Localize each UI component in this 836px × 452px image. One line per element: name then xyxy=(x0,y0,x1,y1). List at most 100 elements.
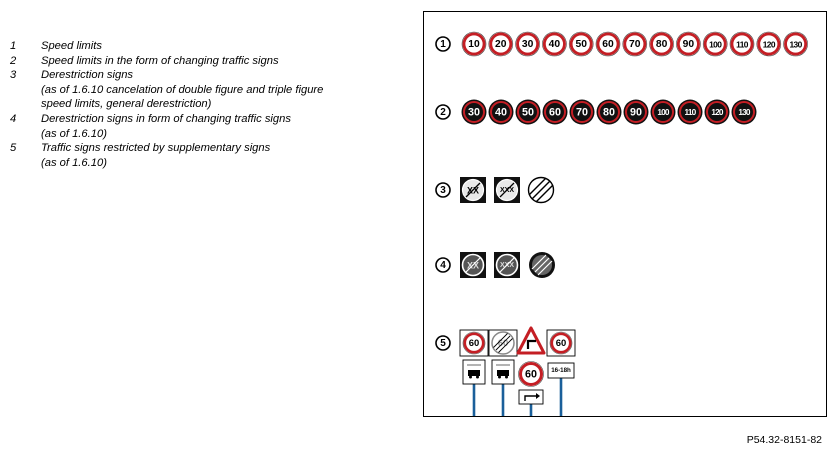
sign-red-ring xyxy=(489,32,513,56)
sign-speed-value: 60 xyxy=(469,338,480,349)
changing-general-derestriction-sign xyxy=(529,252,555,278)
speed-limit-sign: 60 xyxy=(462,331,486,355)
sign-red-ring xyxy=(733,101,755,123)
row-marker-label: 5 xyxy=(440,338,446,349)
sign-red-ring xyxy=(550,332,572,354)
row-marker-ring xyxy=(435,104,451,120)
changing-speed-sign: 70 xyxy=(569,99,595,125)
sign-red-ring xyxy=(463,332,485,354)
sign-speed-value: 90 xyxy=(630,107,642,119)
row-marker-label: 4 xyxy=(440,260,446,271)
derestriction-stripe xyxy=(534,257,550,273)
supplementary-plate xyxy=(547,362,575,379)
truck-wheel xyxy=(498,375,501,379)
sign-speed-value: 80 xyxy=(656,39,668,50)
row-marker-ring xyxy=(435,36,451,52)
row-marker: 3 xyxy=(435,182,451,198)
sign-speed-value: 60 xyxy=(525,369,537,381)
supplementary-plate xyxy=(518,389,544,405)
changing-speed-sign: 90 xyxy=(623,99,649,125)
legend-line: Speed limits in the form of changing tra… xyxy=(41,54,279,67)
row-marker-label: 2 xyxy=(440,107,446,118)
truck-wheel xyxy=(469,375,472,379)
speed-limit-sign: 10 xyxy=(461,31,487,57)
changing-speed-sign: 80 xyxy=(596,99,622,125)
sign-red-ring xyxy=(596,32,620,56)
sign-red-ring xyxy=(490,101,512,123)
legend-text: Speed limits xyxy=(41,39,390,54)
sign-speed-value: 130 xyxy=(790,40,803,50)
sign-red-ring xyxy=(569,32,593,56)
changing-speed-sign: 60 xyxy=(542,99,568,125)
truck-icon xyxy=(497,370,509,376)
legend-item: 2 Speed limits in the form of changing tr… xyxy=(10,54,390,69)
legend-number: 3 xyxy=(10,69,17,82)
sign-speed-value: 100 xyxy=(709,40,722,50)
derestriction-stripe xyxy=(528,177,547,196)
changing-speed-sign: 50 xyxy=(515,99,541,125)
legend-line: Speed limits xyxy=(41,40,102,52)
legend-line: (as of 1.6.10 cancelation of double figu… xyxy=(41,83,324,96)
sign-speed-value: 60 xyxy=(602,39,614,50)
sign-speed-value: 70 xyxy=(576,107,588,119)
derestriction-stripe xyxy=(493,333,508,348)
sign-red-ring xyxy=(652,101,674,123)
derestriction-sign-with-truck-plate: 60 xyxy=(488,329,518,385)
derestriction-slash xyxy=(499,257,515,273)
sign-speed-value: 60 xyxy=(549,107,561,119)
sign-red-ring xyxy=(784,32,808,56)
sign-red-ring xyxy=(598,101,620,123)
truck-wheel xyxy=(476,375,479,379)
changing-speed-sign: 30 xyxy=(461,99,487,125)
legend-line: Derestriction signs in form of changing … xyxy=(41,112,291,125)
sign-red-ring xyxy=(730,32,754,56)
legend-line: speed limits, general derestriction) xyxy=(41,98,212,111)
derestriction-stripe xyxy=(498,338,513,353)
sign-red-ring xyxy=(703,32,727,56)
derestriction-sign: XXX xyxy=(494,177,520,203)
sign-speed-value: 120 xyxy=(763,40,776,50)
derestriction-stripe xyxy=(495,335,511,351)
legend-line: (as of 1.6.10) xyxy=(41,127,107,140)
turn-arrow-head xyxy=(536,393,540,399)
time-restriction-text: 16-18h xyxy=(551,367,571,374)
changing-speed-sign: 100 xyxy=(650,99,676,125)
changing-speed-sign: 40 xyxy=(488,99,514,125)
changing-speed-sign: 120 xyxy=(704,99,730,125)
speed-limit-sign: 120 xyxy=(756,31,782,57)
sign-red-ring xyxy=(544,101,566,123)
speed-limit-sign: 60 xyxy=(595,31,621,57)
row-marker-ring xyxy=(435,335,451,351)
sign-red-ring xyxy=(519,362,543,386)
sign-red-ring xyxy=(706,101,728,123)
sign-speed-value: 30 xyxy=(522,39,534,50)
sign-red-ring xyxy=(679,101,701,123)
row-marker-ring xyxy=(435,182,451,198)
sign-speed-value: 60 xyxy=(556,338,567,349)
sign-speed-value: 110 xyxy=(736,40,749,50)
changing-speed-sign: 130 xyxy=(731,99,757,125)
row-marker: 4 xyxy=(435,257,451,273)
sign-red-ring xyxy=(676,32,700,56)
speed-limit-sign: 50 xyxy=(568,31,594,57)
speed-limit-sign: 110 xyxy=(729,31,755,57)
legend-line: Derestriction signs xyxy=(41,69,134,82)
sign-speed-value: 40 xyxy=(549,39,561,50)
derestriction-stripe xyxy=(532,181,550,199)
sign-speed-value: 50 xyxy=(522,107,534,119)
reference-code: P54.32-8151-82 xyxy=(746,434,822,446)
sign-red-ring xyxy=(516,32,540,56)
legend-number: 2 xyxy=(10,54,17,67)
row-marker: 5 xyxy=(435,335,451,351)
speed-limit-sign: 40 xyxy=(542,31,567,57)
sign-speed-value: 130 xyxy=(738,108,751,117)
sign-speed-value: 40 xyxy=(495,107,507,119)
speed-limit-sign: 60 xyxy=(549,331,573,355)
row-marker-label: 3 xyxy=(440,185,446,196)
changing-speed-sign: 110 xyxy=(677,99,703,125)
legend-text: Speed limits in the form of changing tra… xyxy=(41,54,390,69)
changing-derestriction-sign: XX xyxy=(460,252,486,278)
legend-text: Derestriction signs(as of 1.6.10 cancela… xyxy=(41,68,390,112)
